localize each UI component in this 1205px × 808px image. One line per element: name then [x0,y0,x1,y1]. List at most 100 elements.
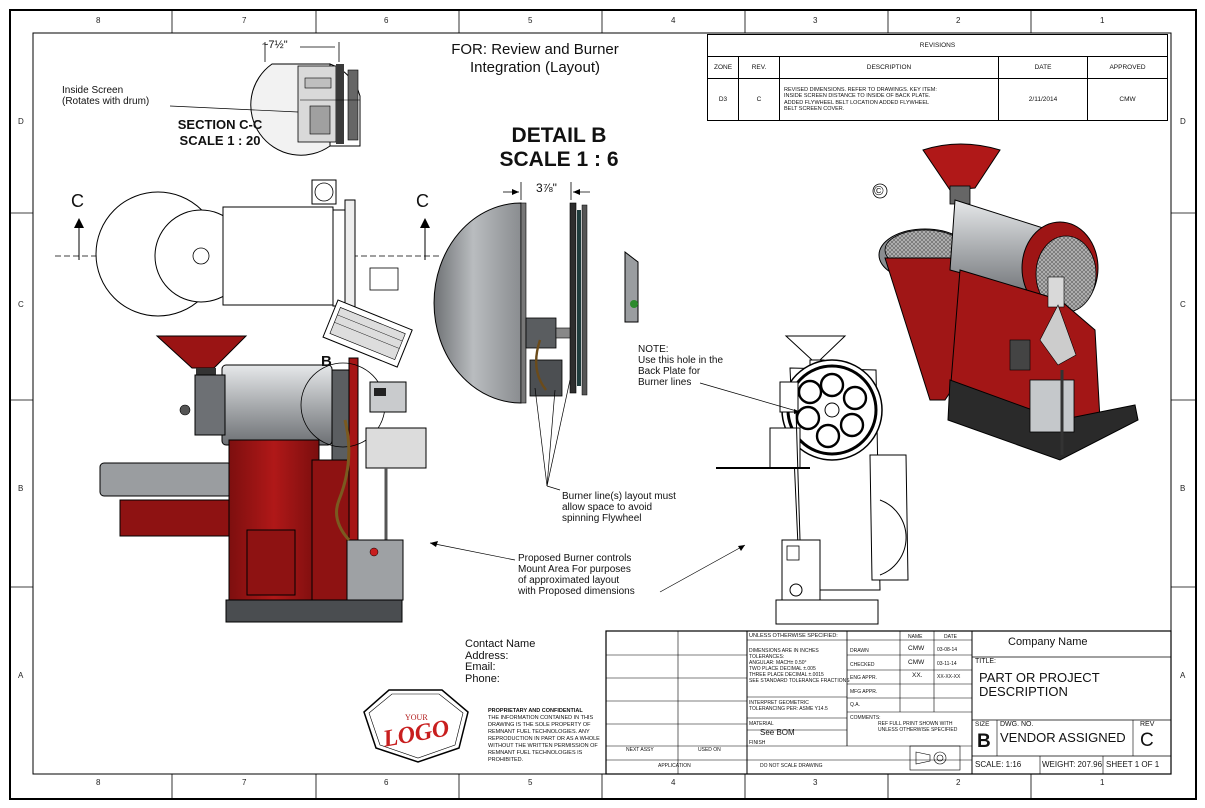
isometric-view [872,143,1139,461]
logo-shape [363,689,469,763]
tb-dimensions-notes: DIMENSIONS ARE IN INCHES TOLERANCES: ANG… [749,648,850,684]
tb-hdr-name: NAME [908,634,923,640]
tb-sheet: SHEET 1 OF 1 [1106,760,1160,769]
tb-finish-label: FINISH [749,740,766,746]
tb-qa-label: Q.A. [850,702,861,708]
tb-used-on: USED ON [698,747,721,753]
note-hole-line-1: NOTE: [638,344,669,355]
tb-dims-line-5: THREE PLACE DECIMAL ±.0015 [749,672,824,678]
tb-third-angle-line-1: REF FULL PRINT SHOWN WITH [878,721,953,727]
note-burner-controls: Proposed Burner controls Mount Area For … [518,553,635,597]
section-label-scale: SCALE 1 : 20 [179,133,261,148]
proprietary-line-5: WITHOUT THE WRITTEN PERMISSION OF [488,743,598,749]
note-hole-line-2: Use this hole in the [638,355,724,366]
tb-dwg-value: VENDOR ASSIGNED [1000,730,1126,745]
inside-screen-line-2: (Rotates with drum) [62,96,150,107]
rev-col-approved: APPROVED [1087,56,1168,79]
proprietary-line-7: PROHIBITED. [488,757,524,763]
section-cc-view [169,42,361,156]
for-title-line-1: FOR: Review and Burner [451,41,619,58]
tb-third-angle-line-2: UNLESS OTHERWISE SPECIFIED [878,727,958,733]
detail-label: DETAIL B SCALE 1 : 6 [484,124,634,172]
contact-email: Email: [465,661,496,673]
note-burner-line-3: spinning Flywheel [562,513,642,524]
zone-bottom-5: 5 [528,778,533,787]
note-hole-line-4: Burner lines [638,377,692,388]
contact-phone: Phone: [465,672,500,685]
zone-bottom-1: 1 [1100,778,1105,787]
logo-top-text: YOUR [405,713,428,722]
zone-top-8: 8 [96,16,101,25]
revisions-title: REVISIONS [707,34,1168,57]
note-hole-line-3: Back Plate for [638,366,701,377]
tb-dims-line-6: SEE STANDARD TOLERANCE FRACTIONS [749,678,850,684]
copyright-mark: © [874,183,884,198]
tb-unless-specified: UNLESS OTHERWISE SPECIFIED: [749,633,838,639]
zone-top-6: 6 [384,16,389,25]
zone-bottom-6: 6 [384,778,389,787]
rev-desc-line-1: REVISED DIMENSIONS. REFER TO DRAWINGS. K… [784,86,937,93]
tb-dims-line-4: TWO PLACE DECIMAL ±.005 [749,666,816,672]
note-burner-line-1: Burner line(s) layout must [562,491,676,502]
leader-lines [429,542,746,593]
zone-top-3: 3 [813,16,818,25]
note-controls-line-2: Mount Area For purposes [518,564,631,575]
zone-bottom-4: 4 [671,778,676,787]
tb-rev-label: REV [1140,721,1155,728]
zone-left-a: A [18,671,24,680]
rev-desc-line-2: INSIDE SCREEN DISTANCE TO INSIDE OF BACK… [784,93,931,99]
note-burner-lines: Burner line(s) layout must allow space t… [562,491,676,524]
tb-scale: SCALE: 1:16 [975,760,1022,769]
detail-b-view [433,182,639,491]
title-block-lines [605,630,1172,775]
tb-title-line-2: DESCRIPTION [979,684,1068,699]
zone-left-d: D [18,117,24,126]
rev-description-value: REVISED DIMENSIONS. REFER TO DRAWINGS. K… [779,78,999,121]
tb-material-value: See BOM [760,728,795,737]
tb-interpret-line-2: TOLERANCING PER: ASME Y14.5 [749,706,828,712]
zone-right-c: C [1180,300,1186,309]
tb-company-name: Company Name [1008,636,1088,648]
tb-hdr-date: DATE [944,634,957,640]
rev-zone-value: D3 [707,78,739,121]
tb-checked-date: 03-11-14 [937,661,957,667]
zone-bottom-7: 7 [242,778,247,787]
tb-next-assy: NEXT ASSY [626,747,654,753]
proprietary-notice: PROPRIETARY AND CONFIDENTIAL THE INFORMA… [488,708,600,764]
tb-size-value: B [977,731,991,752]
rev-date-value: 2/11/2014 [998,78,1088,121]
tb-eng-label: ENG APPR. [850,675,877,681]
for-title-line-2: Integration (Layout) [469,59,601,76]
proprietary-line-4: REPRODUCTION IN PART OR AS A WHOLE [488,736,600,742]
note-controls-line-4: with Proposed dimensions [518,586,635,597]
note-burner-line-2: allow space to avoid [562,502,653,513]
tb-dims-line-1: DIMENSIONS ARE IN INCHES [749,648,819,654]
tb-interpret-line-1: INTERPRET GEOMETRIC [749,700,809,706]
proprietary-line-1: THE INFORMATION CONTAINED IN THIS [488,715,594,721]
proprietary-line-3: REMNANT FUEL TECHNOLOGIES. ANY [488,729,590,735]
note-backplate-hole: NOTE: Use this hole in the Back Plate fo… [638,344,723,388]
front-view [699,335,909,625]
detail-label-name: DETAIL B [511,124,607,147]
zone-bottom-2: 2 [956,778,961,787]
rev-desc-line-3: ADDED FLYWHEEL BELT LOCATION ADDED FLYWH… [784,99,930,106]
tb-dims-line-2: TOLERANCES: [749,654,785,660]
zone-top-5: 5 [528,16,533,25]
zone-bottom-3: 3 [813,778,818,787]
tb-checked-name: CMW [908,659,925,666]
tb-third-angle: REF FULL PRINT SHOWN WITH UNLESS OTHERWI… [878,721,957,733]
top-view [55,179,440,368]
proprietary-line-2: DRAWING IS THE SOLE PROPERTY OF [488,722,591,728]
tb-interpret: INTERPRET GEOMETRIC TOLERANCING PER: ASM… [749,700,828,712]
contact-block: Contact Name Address: Email: Phone: [465,638,535,685]
for-title: FOR: Review and Burner Integration (Layo… [425,41,645,77]
section-dimension: ~7½" [262,39,288,51]
tb-checked-label: CHECKED [850,662,875,668]
note-controls-line-3: of approximated layout [518,575,620,586]
rev-col-zone: ZONE [707,56,739,79]
revisions-table: REVISIONS ZONE REV. DESCRIPTION DATE APP… [707,34,1168,121]
tb-eng-date: XX-XX-XX [937,674,961,680]
tb-rev-value: C [1140,730,1154,751]
tb-comments-label: COMMENTS: [850,715,881,721]
proprietary-line-6: REMNANT FUEL TECHNOLOGIES IS [488,750,583,756]
